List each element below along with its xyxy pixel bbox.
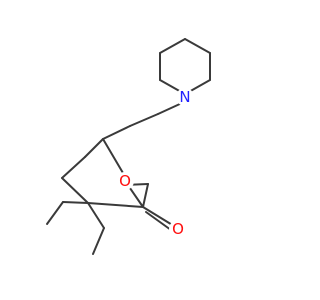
bond	[145, 211, 172, 231]
bond	[157, 102, 183, 115]
bond	[87, 202, 105, 229]
atom-O-carbonyl: O	[169, 220, 187, 238]
molecule-structure-diagram: N O O	[46, 38, 211, 255]
bond	[92, 227, 105, 255]
atom-label-ring-oxygen: O	[119, 172, 131, 190]
bond	[159, 38, 186, 54]
bond	[102, 125, 131, 140]
ethyl-substituent-upper	[46, 201, 89, 225]
ethyl-linker	[102, 102, 183, 140]
atom-O-ring: O	[116, 172, 134, 190]
bond	[102, 138, 124, 174]
atom-label-carbonyl-oxygen: O	[172, 220, 184, 238]
bond	[142, 206, 175, 227]
bond	[142, 183, 149, 208]
lactone-ring	[61, 138, 149, 208]
piperidine-ring	[159, 38, 211, 94]
carbonyl-double-bond	[142, 206, 175, 231]
bond	[61, 177, 89, 204]
atom-label-nitrogen: N	[179, 88, 190, 106]
bond	[46, 201, 64, 225]
bond	[61, 156, 86, 179]
bond	[129, 113, 159, 127]
ethyl-substituent-lower	[87, 202, 105, 255]
bond	[62, 201, 89, 204]
bond	[84, 138, 104, 158]
bond	[184, 38, 211, 54]
bond	[87, 202, 144, 208]
atom-N: N	[176, 88, 194, 106]
